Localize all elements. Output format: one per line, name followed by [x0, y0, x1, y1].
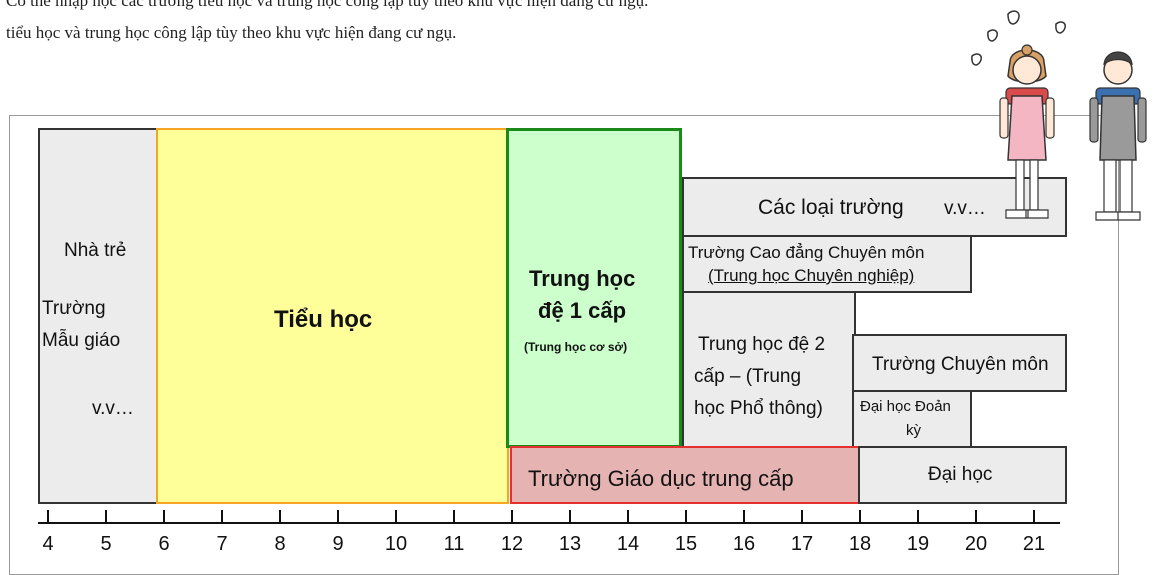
axis-tick — [1033, 510, 1035, 524]
axis-tick-label: 19 — [906, 533, 930, 555]
axis-tick — [569, 510, 571, 524]
axis-tick-label: 18 — [848, 533, 872, 555]
axis-tick — [801, 510, 803, 524]
college-tech-label-1: Trường Cao đẳng Chuyên môn — [688, 243, 925, 262]
axis-tick-label: 20 — [964, 533, 988, 555]
axis-tick — [337, 510, 339, 524]
axis-tick — [105, 510, 107, 524]
axis-tick-label: 10 — [384, 533, 408, 555]
axis-tick — [395, 510, 397, 524]
axis-tick-label: 12 — [500, 533, 524, 555]
axis-tick — [685, 510, 687, 524]
preschool-box — [38, 128, 158, 504]
preschool-label-4: v.v… — [92, 398, 134, 419]
axis-tick — [47, 510, 49, 524]
axis-tick — [975, 510, 977, 524]
petal-icon — [971, 10, 1067, 66]
age-axis-line — [38, 522, 1060, 524]
compulsory-school-box — [510, 446, 860, 504]
intro-line-2: tiểu học và trung học công lập tùy theo … — [6, 23, 457, 42]
college-tech-label-2: (Trung học Chuyên nghiệp) — [708, 266, 915, 285]
various-schools-label: Các loại trường — [758, 196, 904, 219]
university-label: Đại học — [928, 464, 993, 485]
axis-tick-label: 14 — [616, 533, 640, 555]
elementary-label: Tiểu học — [274, 306, 373, 333]
boy-student-icon — [1089, 51, 1147, 221]
preschool-label-1: Nhà trẻ — [64, 240, 127, 261]
axis-tick-label: 11 — [443, 533, 465, 555]
axis-tick-label: 13 — [558, 533, 582, 555]
axis-tick — [221, 510, 223, 524]
junior-high-label-2: đệ 1 cấp — [538, 298, 627, 323]
various-schools-etc: v.v… — [944, 198, 986, 219]
junior-high-sub: (Trung học cơ sở) — [524, 340, 628, 354]
axis-tick-label: 21 — [1022, 533, 1046, 555]
senior-high-label-2: cấp – (Trung — [694, 366, 802, 387]
axis-tick-label: 8 — [274, 533, 286, 555]
junior-high-label-1: Trung học — [529, 266, 636, 291]
junior-college-label-2: kỳ — [906, 422, 921, 439]
axis-tick-label: 5 — [100, 533, 112, 555]
axis-tick — [453, 510, 455, 524]
axis-tick-label: 15 — [674, 533, 698, 555]
vocational-label: Trường Chuyên môn — [872, 354, 1049, 375]
axis-tick-label: 16 — [732, 533, 756, 555]
university-box — [858, 446, 1067, 504]
junior-college-label-1: Đại học Đoản — [860, 398, 951, 415]
intro-line-1: Có thể nhập học các trường tiểu học và t… — [6, 0, 649, 10]
axis-tick-label: 6 — [158, 533, 170, 555]
axis-tick — [859, 510, 861, 524]
axis-tick-label: 9 — [332, 533, 344, 555]
junior-high-box — [506, 128, 682, 448]
axis-tick — [163, 510, 165, 524]
senior-high-label-1: Trung học đệ 2 — [698, 334, 826, 355]
axis-tick-label: 7 — [216, 533, 228, 555]
preschool-label-3: Mẫu giáo — [42, 330, 121, 351]
vocational-box — [852, 334, 1067, 392]
axis-tick — [743, 510, 745, 524]
senior-high-label-3: học Phổ thông) — [694, 398, 823, 419]
axis-tick — [511, 510, 513, 524]
preschool-label-2: Trường — [42, 298, 106, 319]
axis-tick — [279, 510, 281, 524]
axis-tick — [627, 510, 629, 524]
axis-tick — [917, 510, 919, 524]
girl-student-icon — [999, 44, 1055, 219]
compulsory-school-label: Trường Giáo dục trung cấp — [528, 466, 794, 491]
axis-tick-label: 17 — [790, 533, 814, 555]
axis-tick-label: 4 — [42, 533, 54, 555]
